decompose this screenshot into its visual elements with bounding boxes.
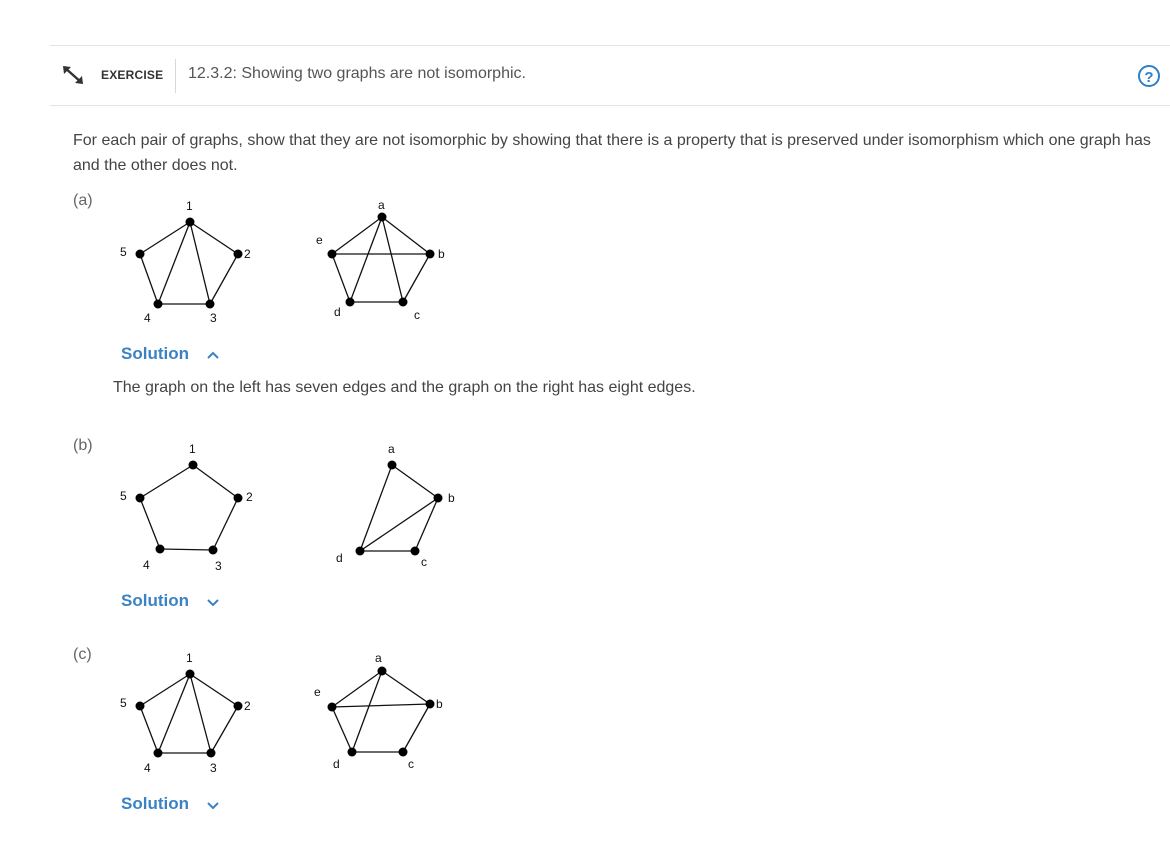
solution-toggle-b[interactable]: Solution <box>121 591 220 611</box>
vertex-5 <box>135 249 145 259</box>
vertex-1 <box>185 669 195 679</box>
solution-label: Solution <box>121 344 189 363</box>
vertex-label-e: e <box>314 685 321 699</box>
vertex-label-5: 5 <box>120 489 127 503</box>
chevron-up-icon <box>207 351 219 359</box>
vertex-a <box>387 460 397 470</box>
vertex-label-2: 2 <box>244 699 251 713</box>
chevron-down-icon <box>207 801 219 809</box>
vertex-label-a: a <box>378 198 385 212</box>
vertex-label-3: 3 <box>210 311 217 325</box>
vertex-label-5: 5 <box>120 245 127 259</box>
solution-toggle-a[interactable]: Solution <box>121 344 220 364</box>
vertex-d <box>355 546 365 556</box>
vertex-c <box>410 546 420 556</box>
vertex-label-a: a <box>375 651 382 665</box>
vertex-2 <box>233 249 243 259</box>
graph-c-right: a b c d e <box>314 651 443 771</box>
vertex-label-4: 4 <box>144 311 151 325</box>
solution-toggle-c[interactable]: Solution <box>121 794 220 814</box>
vertex-label-c: c <box>414 308 420 322</box>
graph-b-right: a b c d <box>336 442 455 569</box>
vertex-label-a: a <box>388 442 395 456</box>
solution-label: Solution <box>121 794 189 813</box>
vertex-1 <box>188 460 198 470</box>
exercise-badge: EXERCISE <box>101 68 164 82</box>
vertex-a <box>377 666 387 676</box>
vertex-label-e: e <box>316 233 323 247</box>
vertex-label-b: b <box>436 697 443 711</box>
header-divider <box>50 105 1170 106</box>
help-icon[interactable]: ? <box>1138 65 1160 87</box>
graph-c-left: 1 2 3 4 5 <box>120 651 251 775</box>
vertex-4 <box>153 748 163 758</box>
vertex-c <box>398 297 408 307</box>
exercise-title: 12.3.2: Showing two graphs are not isomo… <box>188 65 526 82</box>
solution-text-a: The graph on the left has seven edges an… <box>113 379 696 396</box>
vertex-d <box>347 747 357 757</box>
vertex-label-b: b <box>438 247 445 261</box>
vertex-b <box>425 249 435 259</box>
vertex-4 <box>153 299 163 309</box>
vertex-1 <box>185 217 195 227</box>
part-c-label: (c) <box>73 646 92 663</box>
vertex-3 <box>208 545 218 555</box>
vertex-3 <box>206 748 216 758</box>
vertex-label-d: d <box>333 757 340 771</box>
vertex-label-4: 4 <box>143 558 150 572</box>
vertex-2 <box>233 701 243 711</box>
part-b-label: (b) <box>73 437 93 454</box>
header-separator <box>175 59 176 93</box>
chevron-down-icon <box>207 598 219 606</box>
vertex-label-5: 5 <box>120 696 127 710</box>
vertex-3 <box>205 299 215 309</box>
vertex-label-1: 1 <box>186 651 193 665</box>
vertex-label-c: c <box>408 757 414 771</box>
vertex-label-c: c <box>421 555 427 569</box>
vertex-5 <box>135 701 145 711</box>
vertex-5 <box>135 493 145 503</box>
vertex-label-4: 4 <box>144 761 151 775</box>
vertex-2 <box>233 493 243 503</box>
graph-b-left: 1 2 3 4 5 <box>120 442 253 573</box>
part-a-label: (a) <box>73 192 93 209</box>
vertex-label-2: 2 <box>244 247 251 261</box>
vertex-e <box>327 249 337 259</box>
vertex-e <box>327 702 337 712</box>
vertex-b <box>433 493 443 503</box>
vertex-label-1: 1 <box>186 199 193 213</box>
graph-a-right: a b c d e <box>316 198 445 322</box>
vertex-c <box>398 747 408 757</box>
graph-a-left: 1 2 3 4 5 <box>120 199 251 325</box>
vertex-a <box>377 212 387 222</box>
vertex-4 <box>155 544 165 554</box>
vertex-label-3: 3 <box>215 559 222 573</box>
vertex-label-1: 1 <box>189 442 196 456</box>
vertex-label-d: d <box>336 551 343 565</box>
vertex-b <box>425 699 435 709</box>
solution-label: Solution <box>121 591 189 610</box>
vertex-d <box>345 297 355 307</box>
top-divider <box>50 45 1170 46</box>
vertex-label-3: 3 <box>210 761 217 775</box>
vertex-label-d: d <box>334 305 341 319</box>
expand-arrows-icon <box>63 66 83 84</box>
vertex-label-b: b <box>448 491 455 505</box>
vertex-label-2: 2 <box>246 490 253 504</box>
exercise-instructions: For each pair of graphs, show that they … <box>73 132 1151 174</box>
